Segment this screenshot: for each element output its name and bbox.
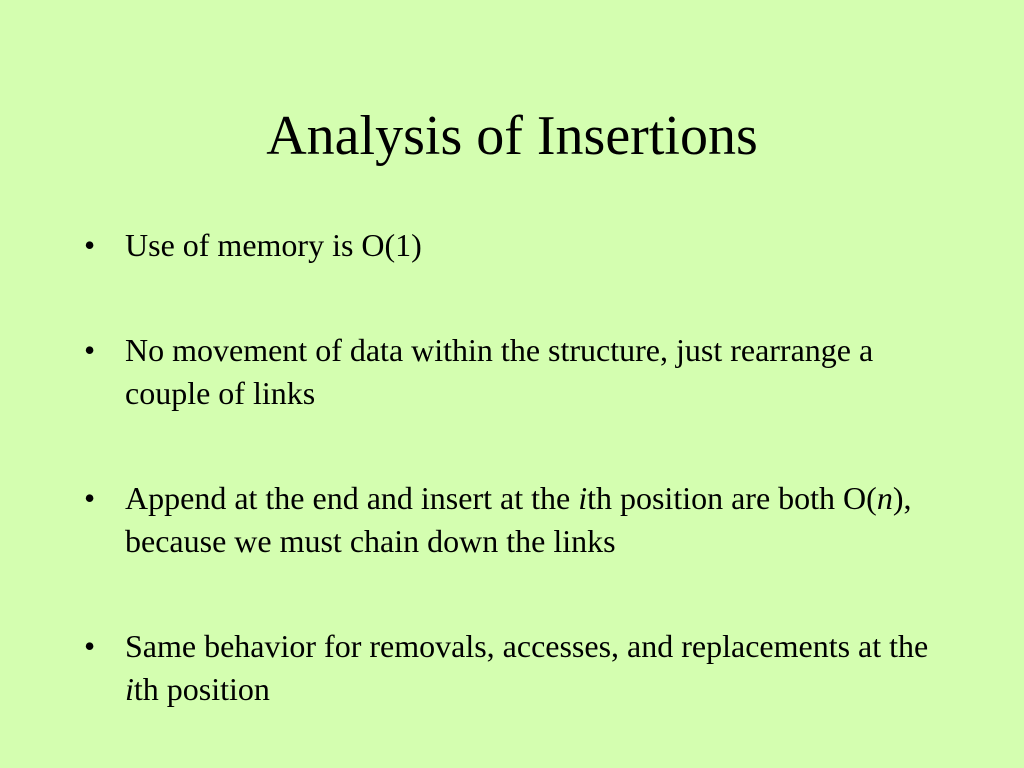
bullet-text-segment: th position xyxy=(133,671,270,707)
bullet-text-segment: th position are both O( xyxy=(587,480,877,516)
bullet-text-italic: i xyxy=(578,480,588,516)
slide-title: Analysis of Insertions xyxy=(266,105,758,167)
bullet-text-segment: ), because we must chain down the links xyxy=(125,480,912,559)
bullet-text: Same behavior for removals, accesses, an… xyxy=(125,628,928,707)
bullet-item: • Same behavior for removals, accesses, … xyxy=(84,625,954,711)
bullet-text-segment: Use of memory is O(1) xyxy=(125,227,422,263)
bullet-dot-icon: • xyxy=(84,227,96,263)
bullet-dot-icon: • xyxy=(84,628,96,664)
bullet-item: • Append at the end and insert at the it… xyxy=(84,477,954,563)
bullet-text-segment: No movement of data within the structure… xyxy=(125,332,874,411)
bullet-text-segment: Same behavior for removals, accesses, an… xyxy=(125,628,929,664)
bullet-item: • Use of memory is O(1) xyxy=(84,224,954,267)
bullet-item: • No movement of data within the structu… xyxy=(84,329,954,415)
bullet-text-italic: n xyxy=(876,480,893,516)
bullet-text-italic: i xyxy=(125,671,134,707)
bullet-text: No movement of data within the structure… xyxy=(125,332,873,411)
bullet-text: Use of memory is O(1) xyxy=(125,227,422,263)
bullet-text-segment: Append at the end and insert at the xyxy=(125,480,579,516)
bullet-dot-icon: • xyxy=(84,332,96,368)
bullet-text: Append at the end and insert at the ith … xyxy=(125,480,911,559)
bullet-list: • Use of memory is O(1) • No movement of… xyxy=(84,224,954,711)
bullet-dot-icon: • xyxy=(84,480,96,516)
